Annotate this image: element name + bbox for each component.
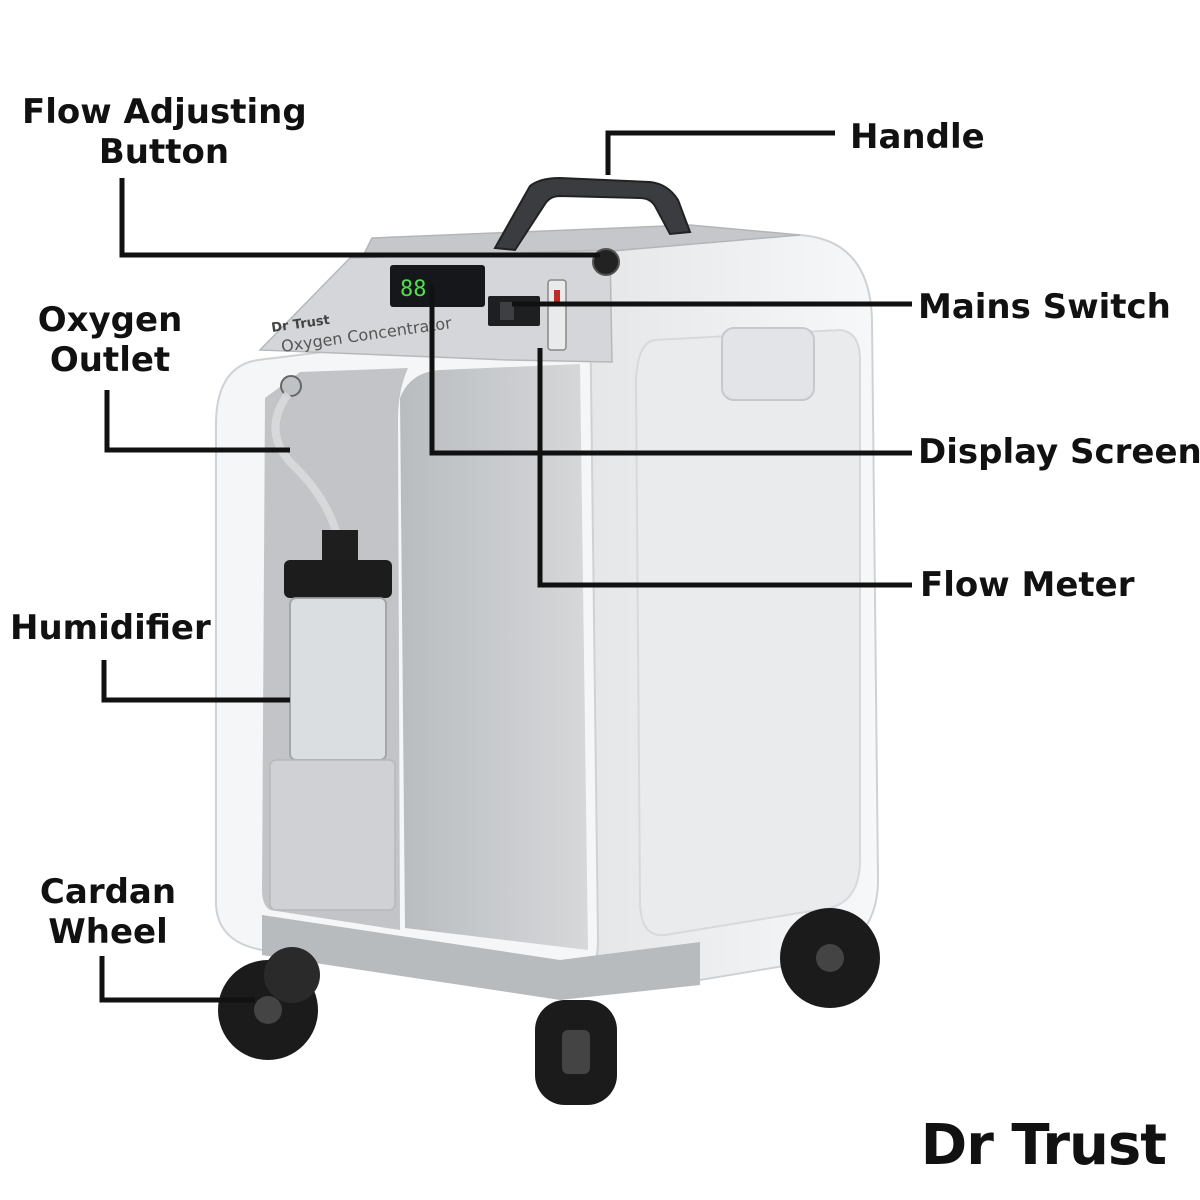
leader-handle xyxy=(605,130,835,175)
label-oxygen-outlet: Oxygen Outlet xyxy=(30,300,190,380)
side-grip xyxy=(721,327,815,401)
leader-display-screen xyxy=(429,285,912,456)
leader-humidifier xyxy=(101,660,290,703)
label-oxygen-outlet-line2: Outlet xyxy=(49,340,171,380)
handle xyxy=(493,176,692,252)
label-cardan-wheel: Cardan Wheel xyxy=(30,872,186,952)
device-base xyxy=(262,915,700,1000)
display-screen xyxy=(390,265,485,307)
cardan-wheel-back xyxy=(264,947,320,1003)
cardan-wheel-right-hub xyxy=(816,944,844,972)
device-side-inset xyxy=(634,328,861,937)
flow-meter-indicator xyxy=(554,290,560,304)
oxygen-tube xyxy=(271,391,342,541)
label-mains-switch: Mains Switch xyxy=(918,287,1171,327)
label-humidifier: Humidifier xyxy=(10,608,211,648)
oxygen-concentrator-device: 88 Dr Trust Oxygen Concentrator xyxy=(215,176,880,1000)
label-cardan-wheel-line1: Cardan xyxy=(39,872,177,912)
label-flow-meter: Flow Meter xyxy=(920,565,1135,605)
label-cardan-wheel-line2: Wheel xyxy=(48,912,168,952)
mains-switch-rocker xyxy=(500,302,514,320)
oxygen-outlet-nozzle xyxy=(280,375,302,397)
label-oxygen-outlet-line1: Oxygen xyxy=(37,300,183,340)
display-readout: 88 xyxy=(400,277,427,302)
humidifier-bottle xyxy=(269,530,396,911)
cardan-wheel-front-hub xyxy=(562,1030,590,1074)
leader-cardan-wheel xyxy=(99,956,255,1003)
label-flow-adjusting-button-line1: Flow Adjusting xyxy=(22,92,307,132)
leader-flow-meter xyxy=(537,348,912,588)
leader-flow-adjusting-button xyxy=(119,178,600,258)
label-flow-adjusting-button-line2: Button xyxy=(98,132,230,172)
brand-logo: Dr Trust xyxy=(920,1113,1167,1178)
leader-oxygen-outlet xyxy=(104,390,290,453)
label-handle: Handle xyxy=(850,117,985,157)
label-display-screen: Display Screen xyxy=(918,432,1200,472)
cardan-wheel-left-hub xyxy=(254,996,282,1024)
cardan-wheels xyxy=(218,908,880,1105)
label-flow-adjusting-button: Flow Adjusting Button xyxy=(22,92,307,172)
flow-meter xyxy=(547,279,567,351)
